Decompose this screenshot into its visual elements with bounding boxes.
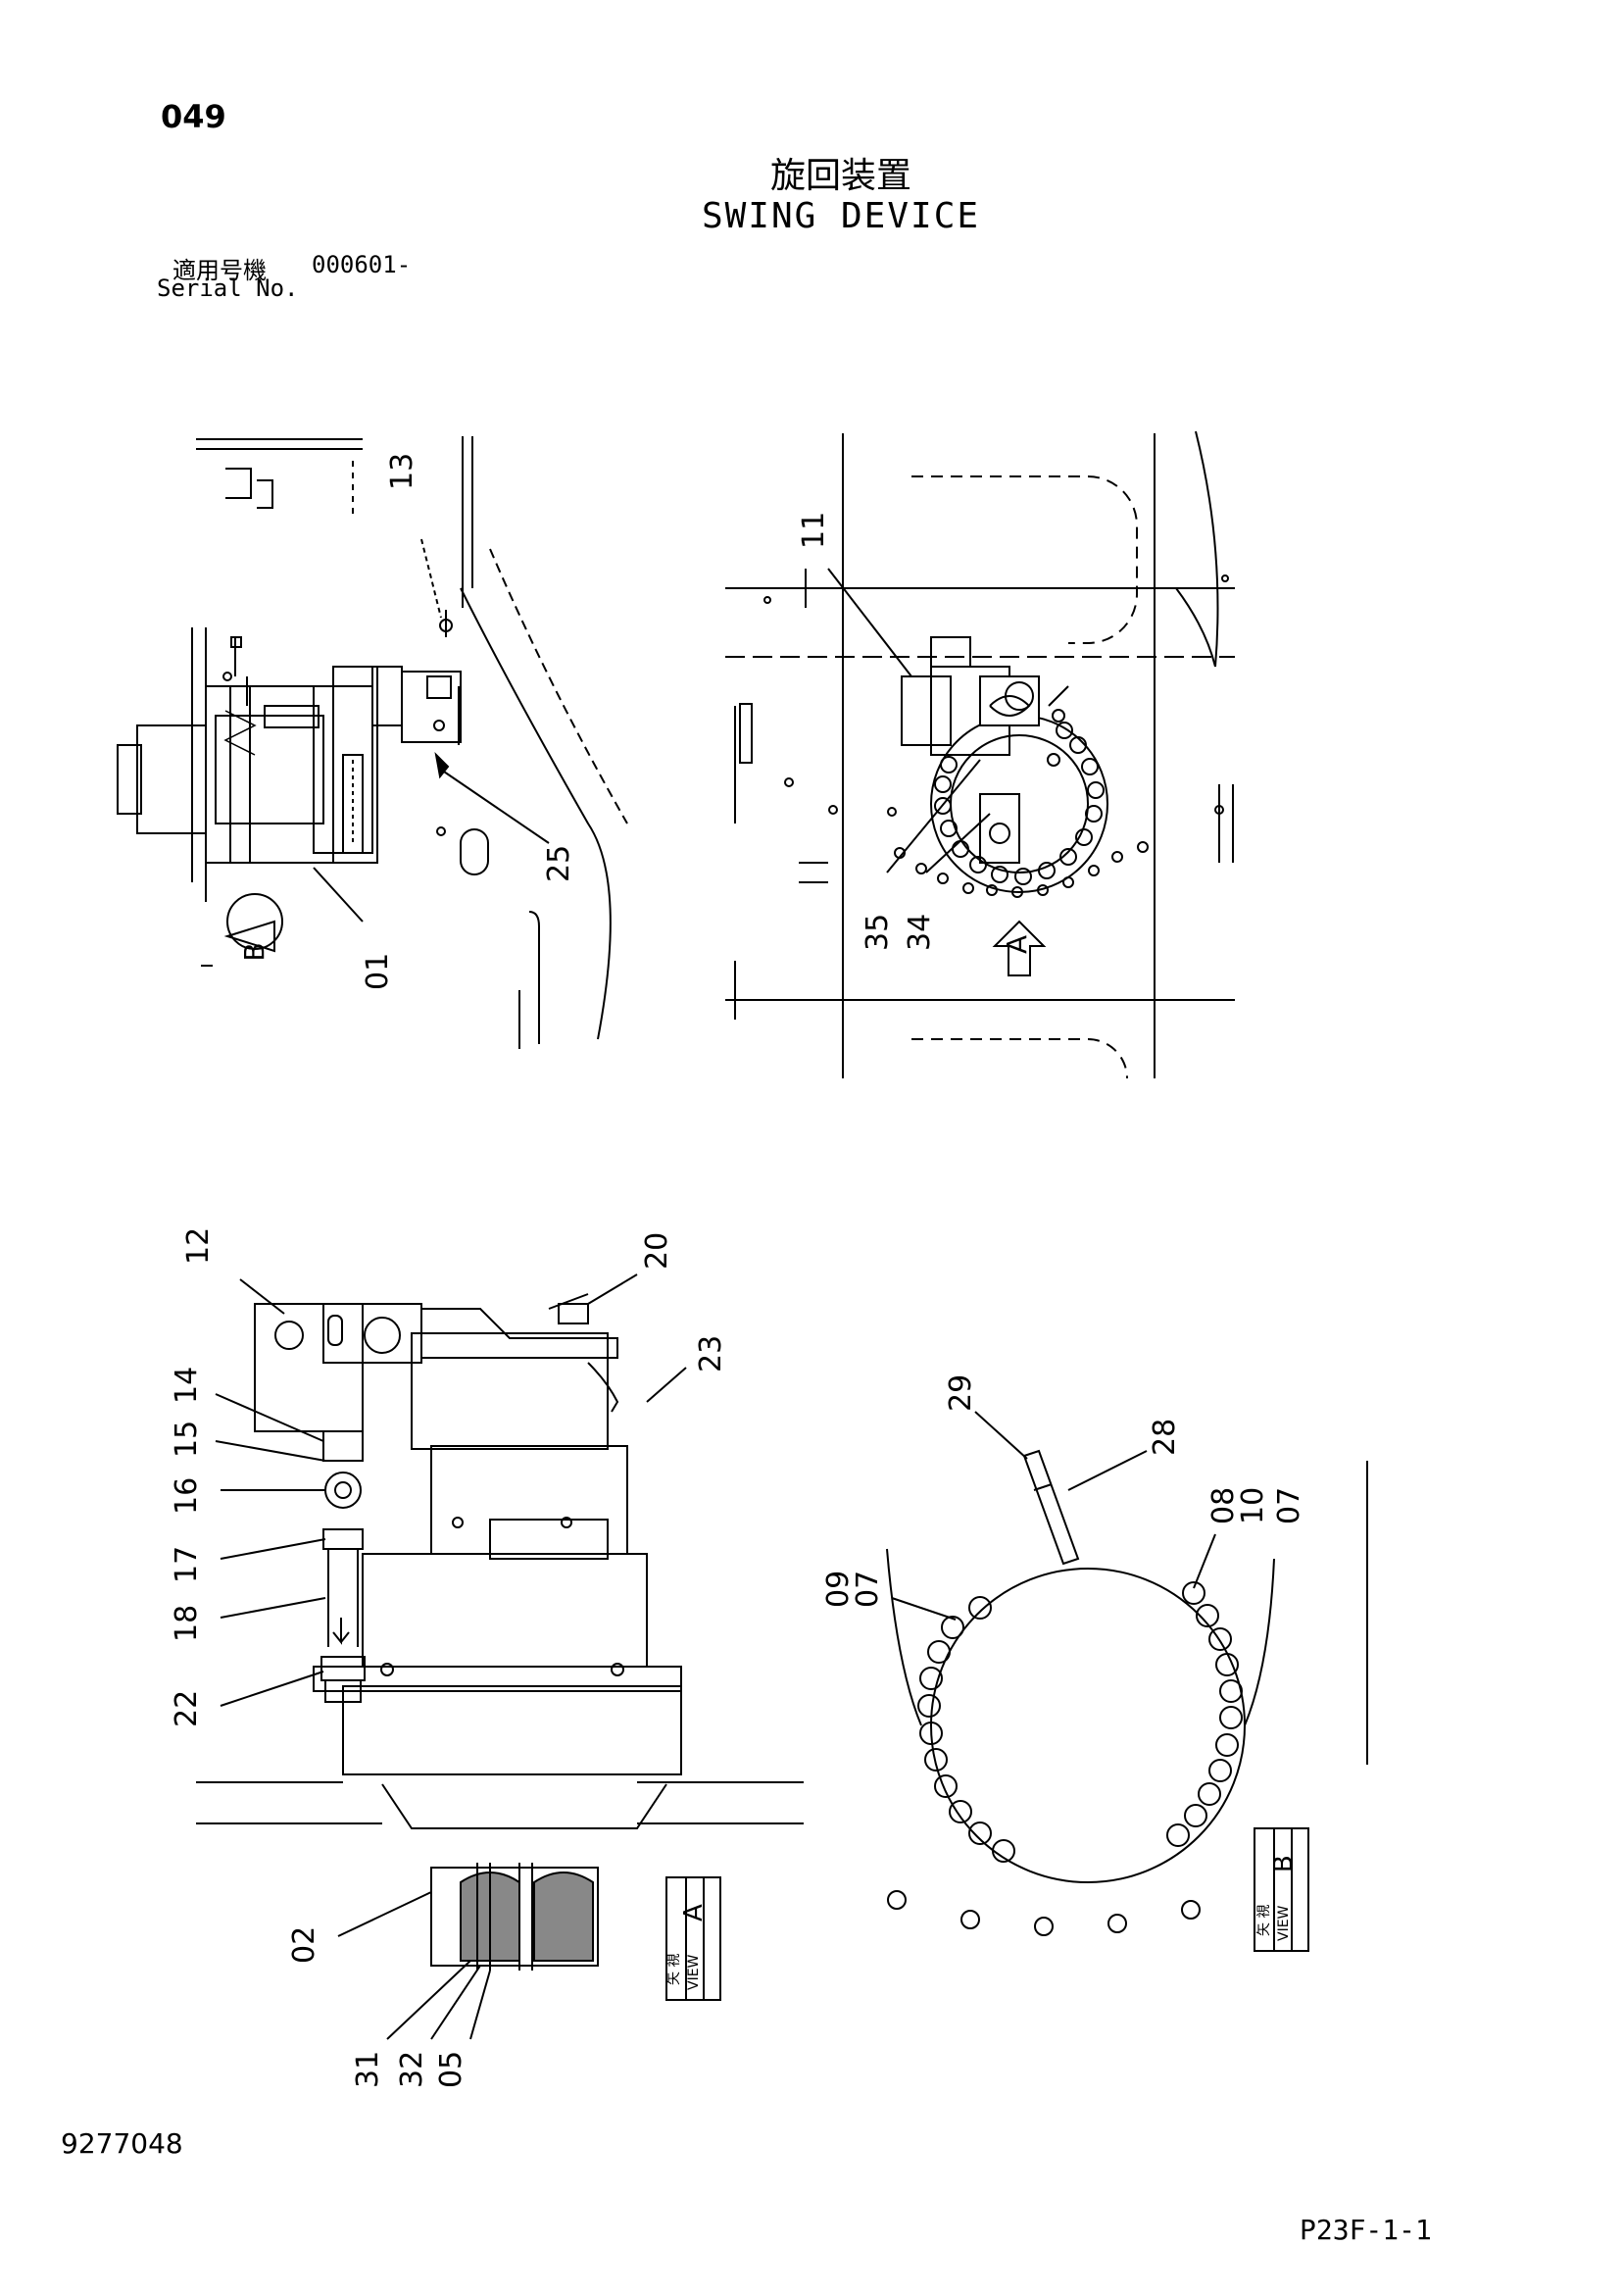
view-arrow-b-label: B [238, 942, 270, 961]
callout-32: 32 [395, 2051, 429, 2088]
view-b-letter: B [1269, 1855, 1299, 1872]
callout-18: 18 [170, 1605, 204, 1642]
callout-05: 05 [434, 2051, 468, 2088]
view-side-top-left: B 13 25 01 [117, 436, 628, 1049]
callout-29: 29 [944, 1374, 978, 1412]
callout-22: 22 [170, 1690, 204, 1727]
view-a-jp: 矢 視 [666, 1954, 682, 1985]
serial-value: 000601- [312, 251, 412, 278]
callout-07-right: 07 [1272, 1487, 1306, 1524]
view-a-letter: A [679, 1904, 709, 1922]
view-arrow-a-label: A [1001, 935, 1033, 954]
view-plan-top-right: A 11 35 34 [725, 430, 1235, 1079]
callout-23: 23 [694, 1335, 728, 1373]
view-a-en: VIEW [686, 1954, 702, 1990]
view-b-bottom-right: B 矢 視 VIEW 29 28 08 10 07 09 07 [821, 1374, 1368, 1952]
callout-08: 08 [1206, 1487, 1241, 1524]
callout-07-left: 07 [851, 1571, 885, 1608]
callout-35: 35 [861, 914, 895, 951]
callout-10: 10 [1236, 1487, 1270, 1524]
title-japanese: 旋回装置 [769, 156, 911, 196]
page-number: 049 [161, 98, 226, 135]
bolt-ring [934, 722, 1105, 885]
callout-11: 11 [797, 512, 831, 549]
view-section-bottom-left: A 矢 視 VIEW 12 20 23 14 15 16 17 18 22 02 [170, 1227, 804, 2088]
callout-14: 14 [170, 1367, 204, 1404]
callout-31: 31 [351, 2051, 385, 2088]
document-number: 9277048 [61, 2127, 183, 2160]
callout-17: 17 [170, 1546, 204, 1583]
title-english: SWING DEVICE [701, 196, 981, 236]
callout-12: 12 [181, 1227, 216, 1265]
callout-34: 34 [903, 914, 937, 951]
callout-25: 25 [542, 845, 576, 882]
callout-28: 28 [1148, 1419, 1182, 1456]
callout-02: 02 [287, 1926, 321, 1964]
view-b-jp: 矢 視 [1256, 1905, 1272, 1936]
callout-16: 16 [170, 1477, 204, 1515]
callout-20: 20 [640, 1232, 674, 1270]
view-b-en: VIEW [1276, 1905, 1292, 1941]
callout-01: 01 [361, 953, 395, 990]
callout-15: 15 [170, 1421, 204, 1458]
callout-13: 13 [385, 453, 419, 490]
serial-label-english: Serial No. [157, 275, 299, 302]
page-code: P23F-1-1 [1300, 2214, 1432, 2246]
callout-09: 09 [821, 1571, 856, 1608]
serial-label-japanese: 適用号機 [172, 257, 267, 284]
